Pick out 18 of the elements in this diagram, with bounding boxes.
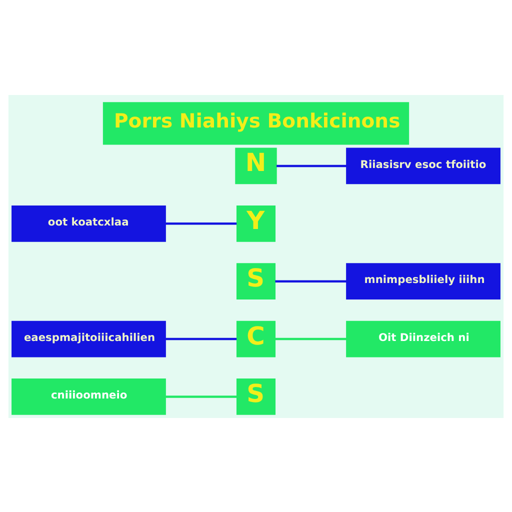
- node-box: mnimpesbliiely iiihn: [346, 262, 500, 300]
- node-box: Y: [236, 204, 276, 242]
- connector: [166, 222, 237, 224]
- node-box: eaespmajitoiiicahilien: [12, 320, 166, 357]
- connector: [276, 164, 346, 167]
- node-box: S: [236, 378, 276, 414]
- connector: [275, 337, 346, 340]
- node-box: C: [236, 320, 276, 357]
- node-box: Riiasisrv esoc tfoiitio: [346, 147, 500, 184]
- connector: [166, 337, 237, 340]
- node-box: N: [235, 147, 277, 184]
- diagram-title: Porrs Niahiys Bonkicinons: [114, 108, 400, 132]
- connector: [166, 395, 237, 398]
- node-box: cniiioomneio: [12, 378, 166, 414]
- node-box: Oit Diinzeich ni: [346, 320, 500, 357]
- node-box: S: [236, 262, 276, 300]
- node-box: oot koatcxlaa: [12, 204, 166, 242]
- connector: [275, 280, 346, 282]
